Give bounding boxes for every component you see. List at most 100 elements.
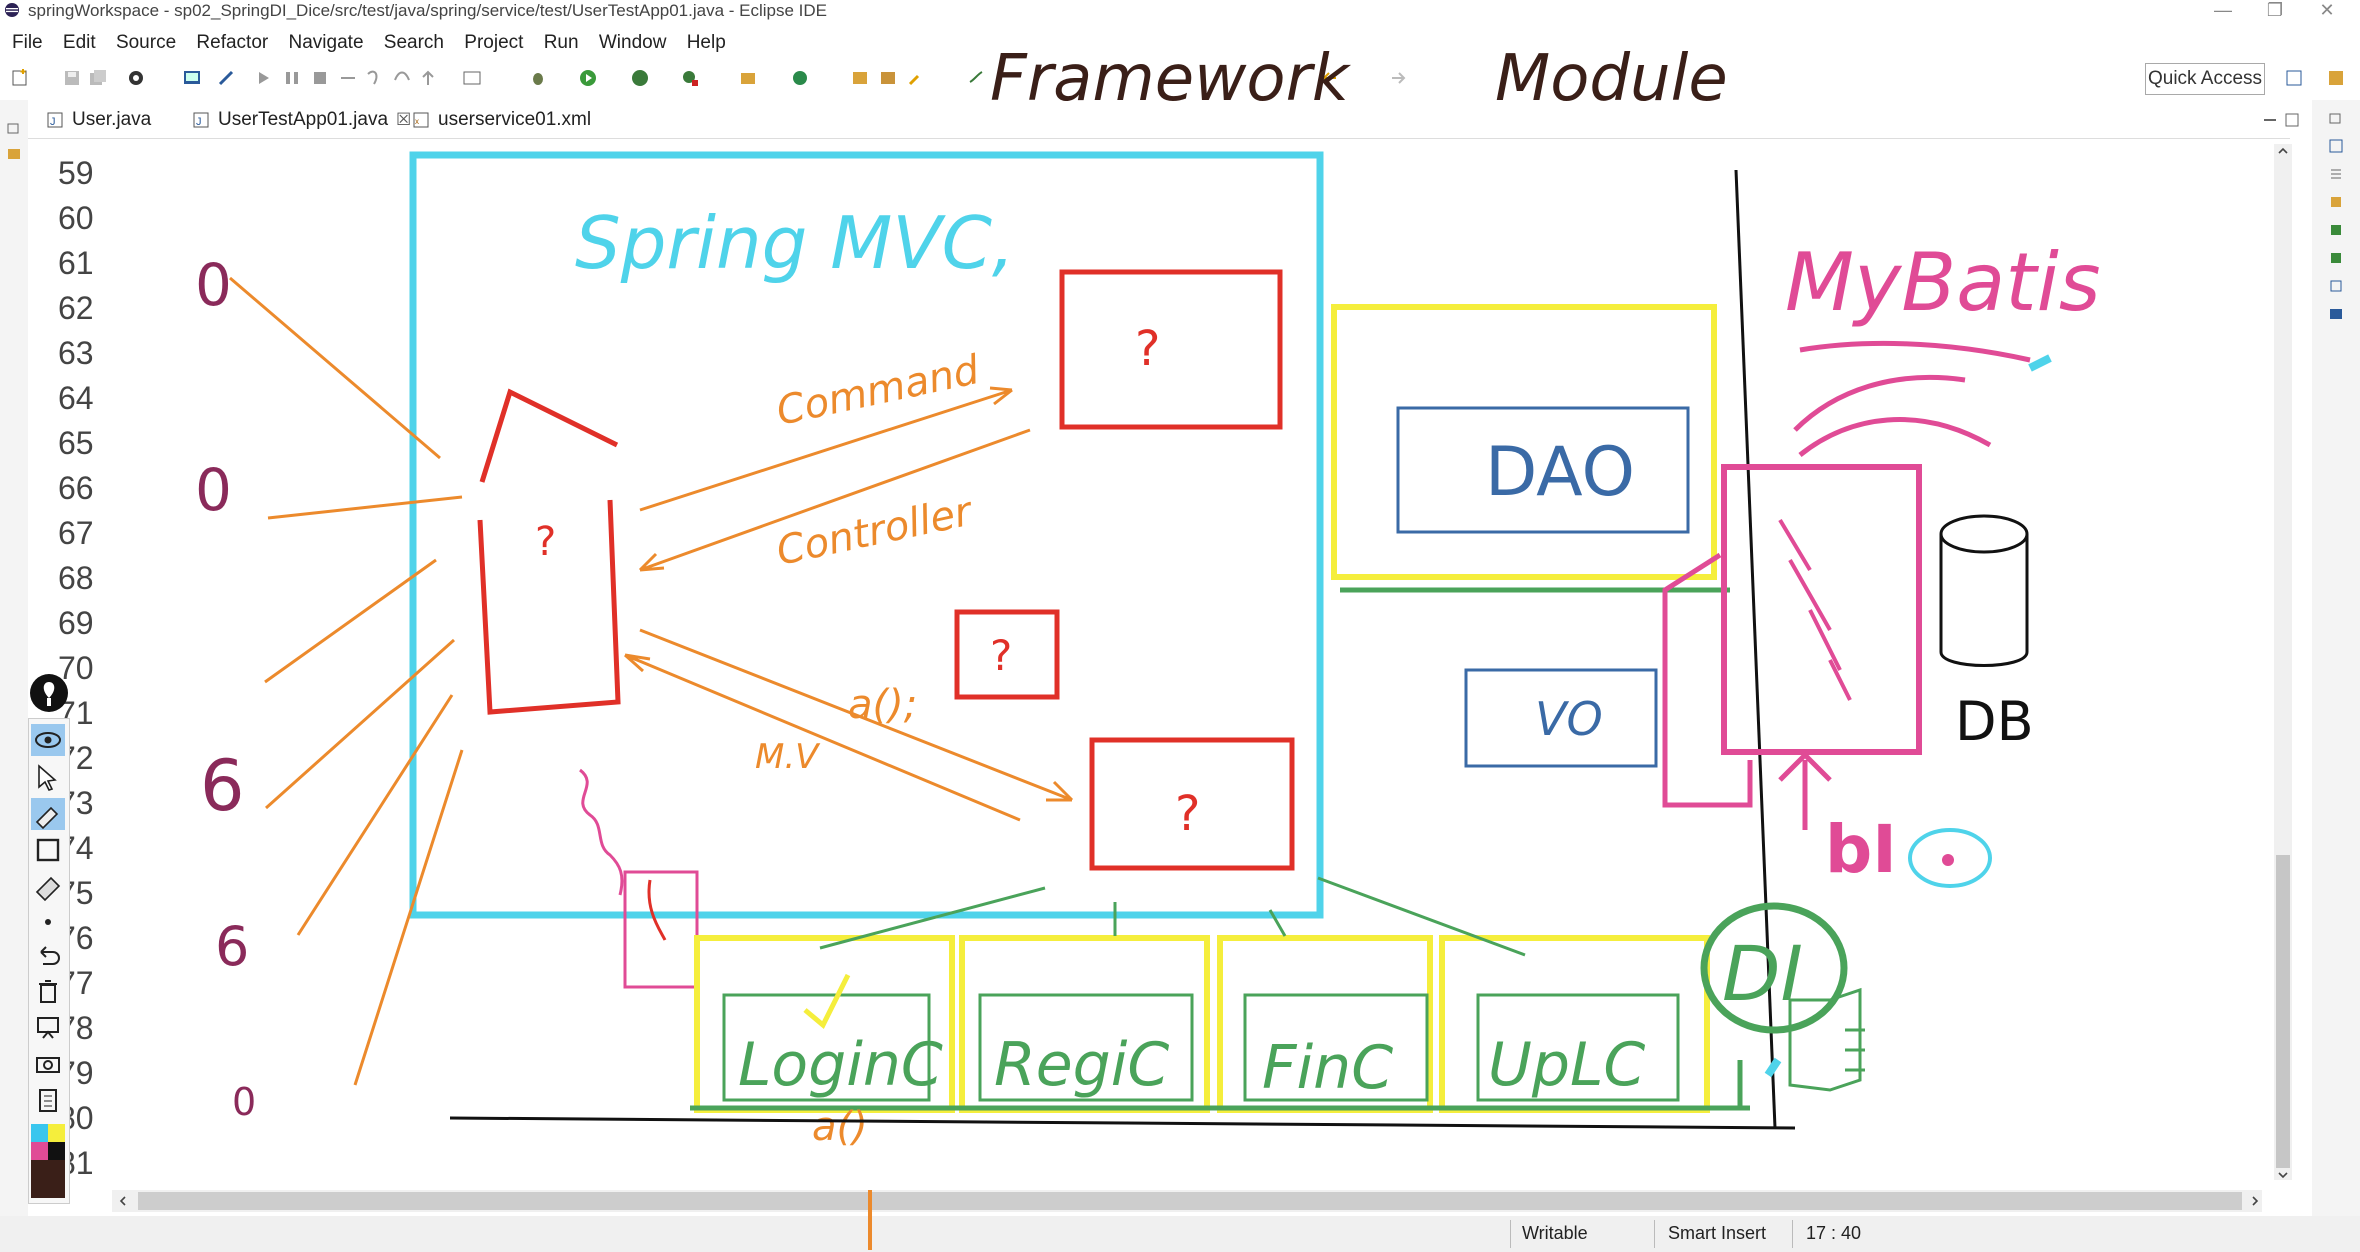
restore-view-icon[interactable] xyxy=(6,120,22,136)
new-class-icon[interactable] xyxy=(790,68,810,88)
menu-file[interactable]: File xyxy=(12,32,43,53)
close-tab-icon[interactable]: ☒ xyxy=(396,110,412,129)
clipboard-icon[interactable] xyxy=(31,1084,65,1116)
menu-edit[interactable]: Edit xyxy=(62,32,96,53)
scroll-right-icon[interactable] xyxy=(2248,1194,2262,1208)
perspective-java-icon[interactable] xyxy=(2284,68,2304,88)
line-number: 60 xyxy=(58,200,94,236)
right-trim-stack xyxy=(2312,100,2360,1252)
back-icon[interactable] xyxy=(1320,68,1340,88)
window-titlebar: springWorkspace - sp02_SpringDI_Dice/src… xyxy=(0,0,2360,21)
horizontal-scroll-thumb[interactable] xyxy=(138,1192,2242,1210)
dot-size-icon[interactable] xyxy=(31,906,65,938)
package-explorer-icon[interactable] xyxy=(6,146,22,162)
code-editor[interactable] xyxy=(28,138,2290,1199)
menu-refactor[interactable]: Refactor xyxy=(196,32,269,53)
status-writable: Writable xyxy=(1522,1223,1588,1243)
camera-icon[interactable] xyxy=(31,1048,65,1080)
menu-project[interactable]: Project xyxy=(464,32,524,53)
minimize-button[interactable]: — xyxy=(2214,0,2232,20)
minimize-editor-icon[interactable] xyxy=(2262,112,2278,128)
scroll-down-icon[interactable] xyxy=(2276,1168,2290,1182)
annotation-icon[interactable] xyxy=(966,68,986,88)
pen-tool-icon[interactable] xyxy=(28,672,70,714)
tab-usertestapp01-java[interactable]: J UserTestApp01.java☒ xyxy=(180,104,412,136)
line-number: 59 xyxy=(58,155,94,191)
rectangle-icon[interactable] xyxy=(31,834,65,866)
line-number: 65 xyxy=(58,425,94,461)
console-icon[interactable] xyxy=(2328,306,2344,322)
vertical-scroll-thumb[interactable] xyxy=(2276,855,2290,1168)
restore-view-icon[interactable] xyxy=(2328,110,2344,126)
view-icon[interactable] xyxy=(126,68,146,88)
debug-icon[interactable] xyxy=(528,68,548,88)
resume-icon[interactable] xyxy=(254,68,274,88)
menu-run[interactable]: Run xyxy=(543,32,579,53)
new-icon[interactable] xyxy=(10,68,30,88)
status-separator xyxy=(1510,1220,1511,1248)
line-number: 64 xyxy=(58,380,94,416)
color-palette-icon[interactable] xyxy=(31,1124,65,1198)
scroll-left-icon[interactable] xyxy=(116,1194,130,1208)
tab-userservice01-xml[interactable]: x userservice01.xml xyxy=(400,104,591,136)
forward-icon[interactable] xyxy=(1388,68,1408,88)
menu-source[interactable]: Source xyxy=(115,32,177,53)
whiteboard-icon[interactable] xyxy=(31,1012,65,1044)
tab-label: UserTestApp01.java xyxy=(218,109,389,130)
save-icon[interactable] xyxy=(62,68,82,88)
step-over-icon[interactable] xyxy=(392,68,412,88)
tab-label: User.java xyxy=(72,109,152,130)
suspend-icon[interactable] xyxy=(282,68,302,88)
step-return-icon[interactable] xyxy=(418,68,438,88)
svg-text:J: J xyxy=(50,116,56,128)
status-cursor-position: 17 : 40 xyxy=(1806,1223,1862,1243)
cursor-icon[interactable] xyxy=(31,762,65,794)
tab-user-java[interactable]: J User.java xyxy=(34,104,151,136)
terminate-icon[interactable] xyxy=(310,68,330,88)
line-number: 66 xyxy=(58,470,94,506)
disconnect-icon[interactable] xyxy=(338,68,358,88)
editor-tabs: J User.java J UserTestApp01.java ☒ x user… xyxy=(34,104,2299,136)
scroll-up-icon[interactable] xyxy=(2276,144,2290,158)
outline-icon[interactable] xyxy=(2328,138,2344,154)
status-insert-mode: Smart Insert xyxy=(1668,1223,1767,1243)
coverage-icon[interactable] xyxy=(630,68,650,88)
open-type-icon[interactable] xyxy=(850,68,870,88)
eclipse-icon xyxy=(5,3,19,17)
problems-icon[interactable] xyxy=(2328,194,2344,210)
window-title: springWorkspace - sp02_SpringDI_Dice/src… xyxy=(28,1,828,20)
line-number: 70 xyxy=(58,650,94,686)
save-all-icon[interactable] xyxy=(88,68,108,88)
trash-icon[interactable] xyxy=(31,976,65,1008)
run-icon[interactable] xyxy=(578,68,598,88)
task-list-icon[interactable] xyxy=(2328,166,2344,182)
menu-bar: File Edit Source Refactor Navigate Searc… xyxy=(0,28,2360,58)
menu-navigate[interactable]: Navigate xyxy=(288,32,364,53)
open-console-icon[interactable] xyxy=(462,68,482,88)
java-file-icon: J xyxy=(47,112,63,128)
menu-help[interactable]: Help xyxy=(686,32,726,53)
skip-breakpoints-icon[interactable] xyxy=(216,68,236,88)
menu-window[interactable]: Window xyxy=(598,32,667,53)
eraser-icon[interactable] xyxy=(31,870,65,902)
status-bar: Writable Smart Insert 17 : 40 xyxy=(0,1216,2360,1252)
search-icon[interactable] xyxy=(906,68,926,88)
new-java-project-icon[interactable] xyxy=(738,68,758,88)
open-task-icon[interactable] xyxy=(878,68,898,88)
perspective-java-ee-icon[interactable] xyxy=(2326,68,2346,88)
maximize-editor-icon[interactable] xyxy=(2284,112,2300,128)
eye-icon[interactable] xyxy=(31,724,65,756)
quick-access-field[interactable]: Quick Access xyxy=(2145,63,2265,95)
servers-icon[interactable] xyxy=(2328,250,2344,266)
external-tools-icon[interactable] xyxy=(680,68,700,88)
hierarchy-icon[interactable] xyxy=(2328,222,2344,238)
terminal-icon[interactable] xyxy=(182,68,202,88)
svg-text:x: x xyxy=(415,117,419,126)
highlighter-icon[interactable] xyxy=(31,798,65,830)
restore-button[interactable]: ❐ xyxy=(2266,0,2284,20)
menu-search[interactable]: Search xyxy=(383,32,444,53)
snippets-icon[interactable] xyxy=(2328,278,2344,294)
close-window-button[interactable]: ✕ xyxy=(2319,0,2335,20)
step-into-icon[interactable] xyxy=(364,68,384,88)
undo-icon[interactable] xyxy=(31,940,65,972)
